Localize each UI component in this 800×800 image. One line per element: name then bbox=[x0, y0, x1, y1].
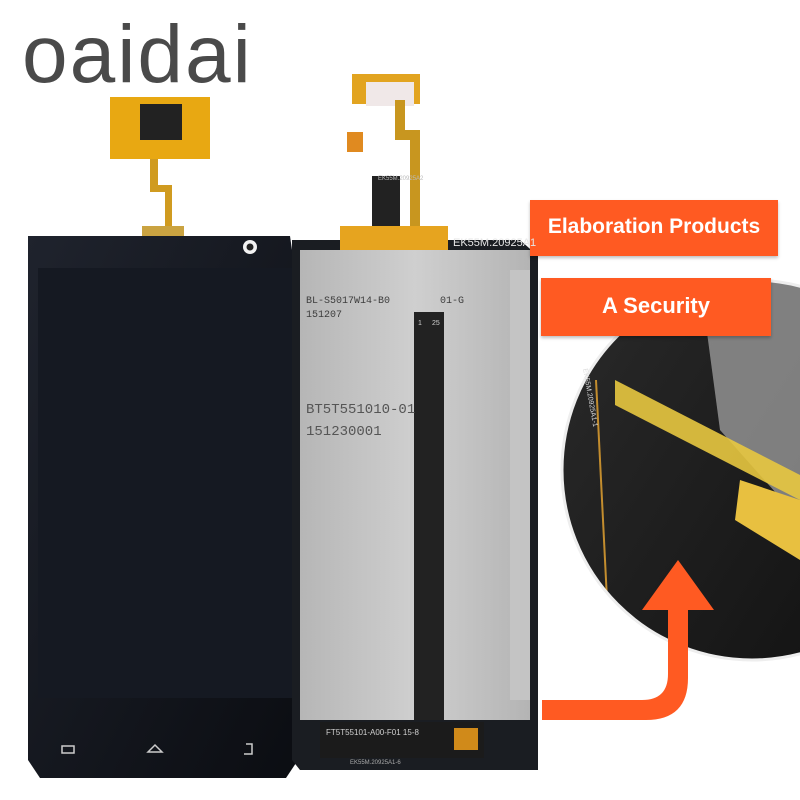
bottom-fpc-code: FT5T55101-A00-F01 15-8 bbox=[326, 728, 419, 737]
backlight-date: 151207 bbox=[306, 310, 343, 321]
fpc-label: EK55M.20925A1 bbox=[453, 237, 537, 249]
brand-logo: oaidai bbox=[22, 9, 253, 100]
bottom-fpc-label: EK55M.20925A1-6 bbox=[350, 760, 401, 766]
a-security-badge: A Security bbox=[541, 278, 771, 336]
arrow-up-icon bbox=[542, 560, 714, 720]
backlight-suffix: 01-G bbox=[440, 296, 465, 307]
elaboration-products-badge: Elaboration Products bbox=[530, 200, 778, 256]
backlight-code: BL-S5017W14-B0 bbox=[306, 296, 391, 307]
front-display-panel bbox=[28, 236, 298, 778]
home-icon bbox=[146, 743, 164, 753]
back-icon bbox=[244, 743, 253, 755]
back-flex-cable bbox=[347, 74, 420, 242]
lcd-code: BT5T551010-01 bbox=[306, 402, 416, 418]
flex-pin-1: 1 bbox=[418, 320, 422, 327]
back-panel bbox=[292, 226, 538, 770]
flex-pin-25: 25 bbox=[432, 320, 440, 327]
flex-small-label: EK55M.20925A2 bbox=[378, 176, 424, 182]
recent-apps-icon bbox=[61, 745, 75, 754]
front-flex-cable bbox=[110, 97, 210, 240]
lcd-date: 151230001 bbox=[306, 424, 382, 440]
